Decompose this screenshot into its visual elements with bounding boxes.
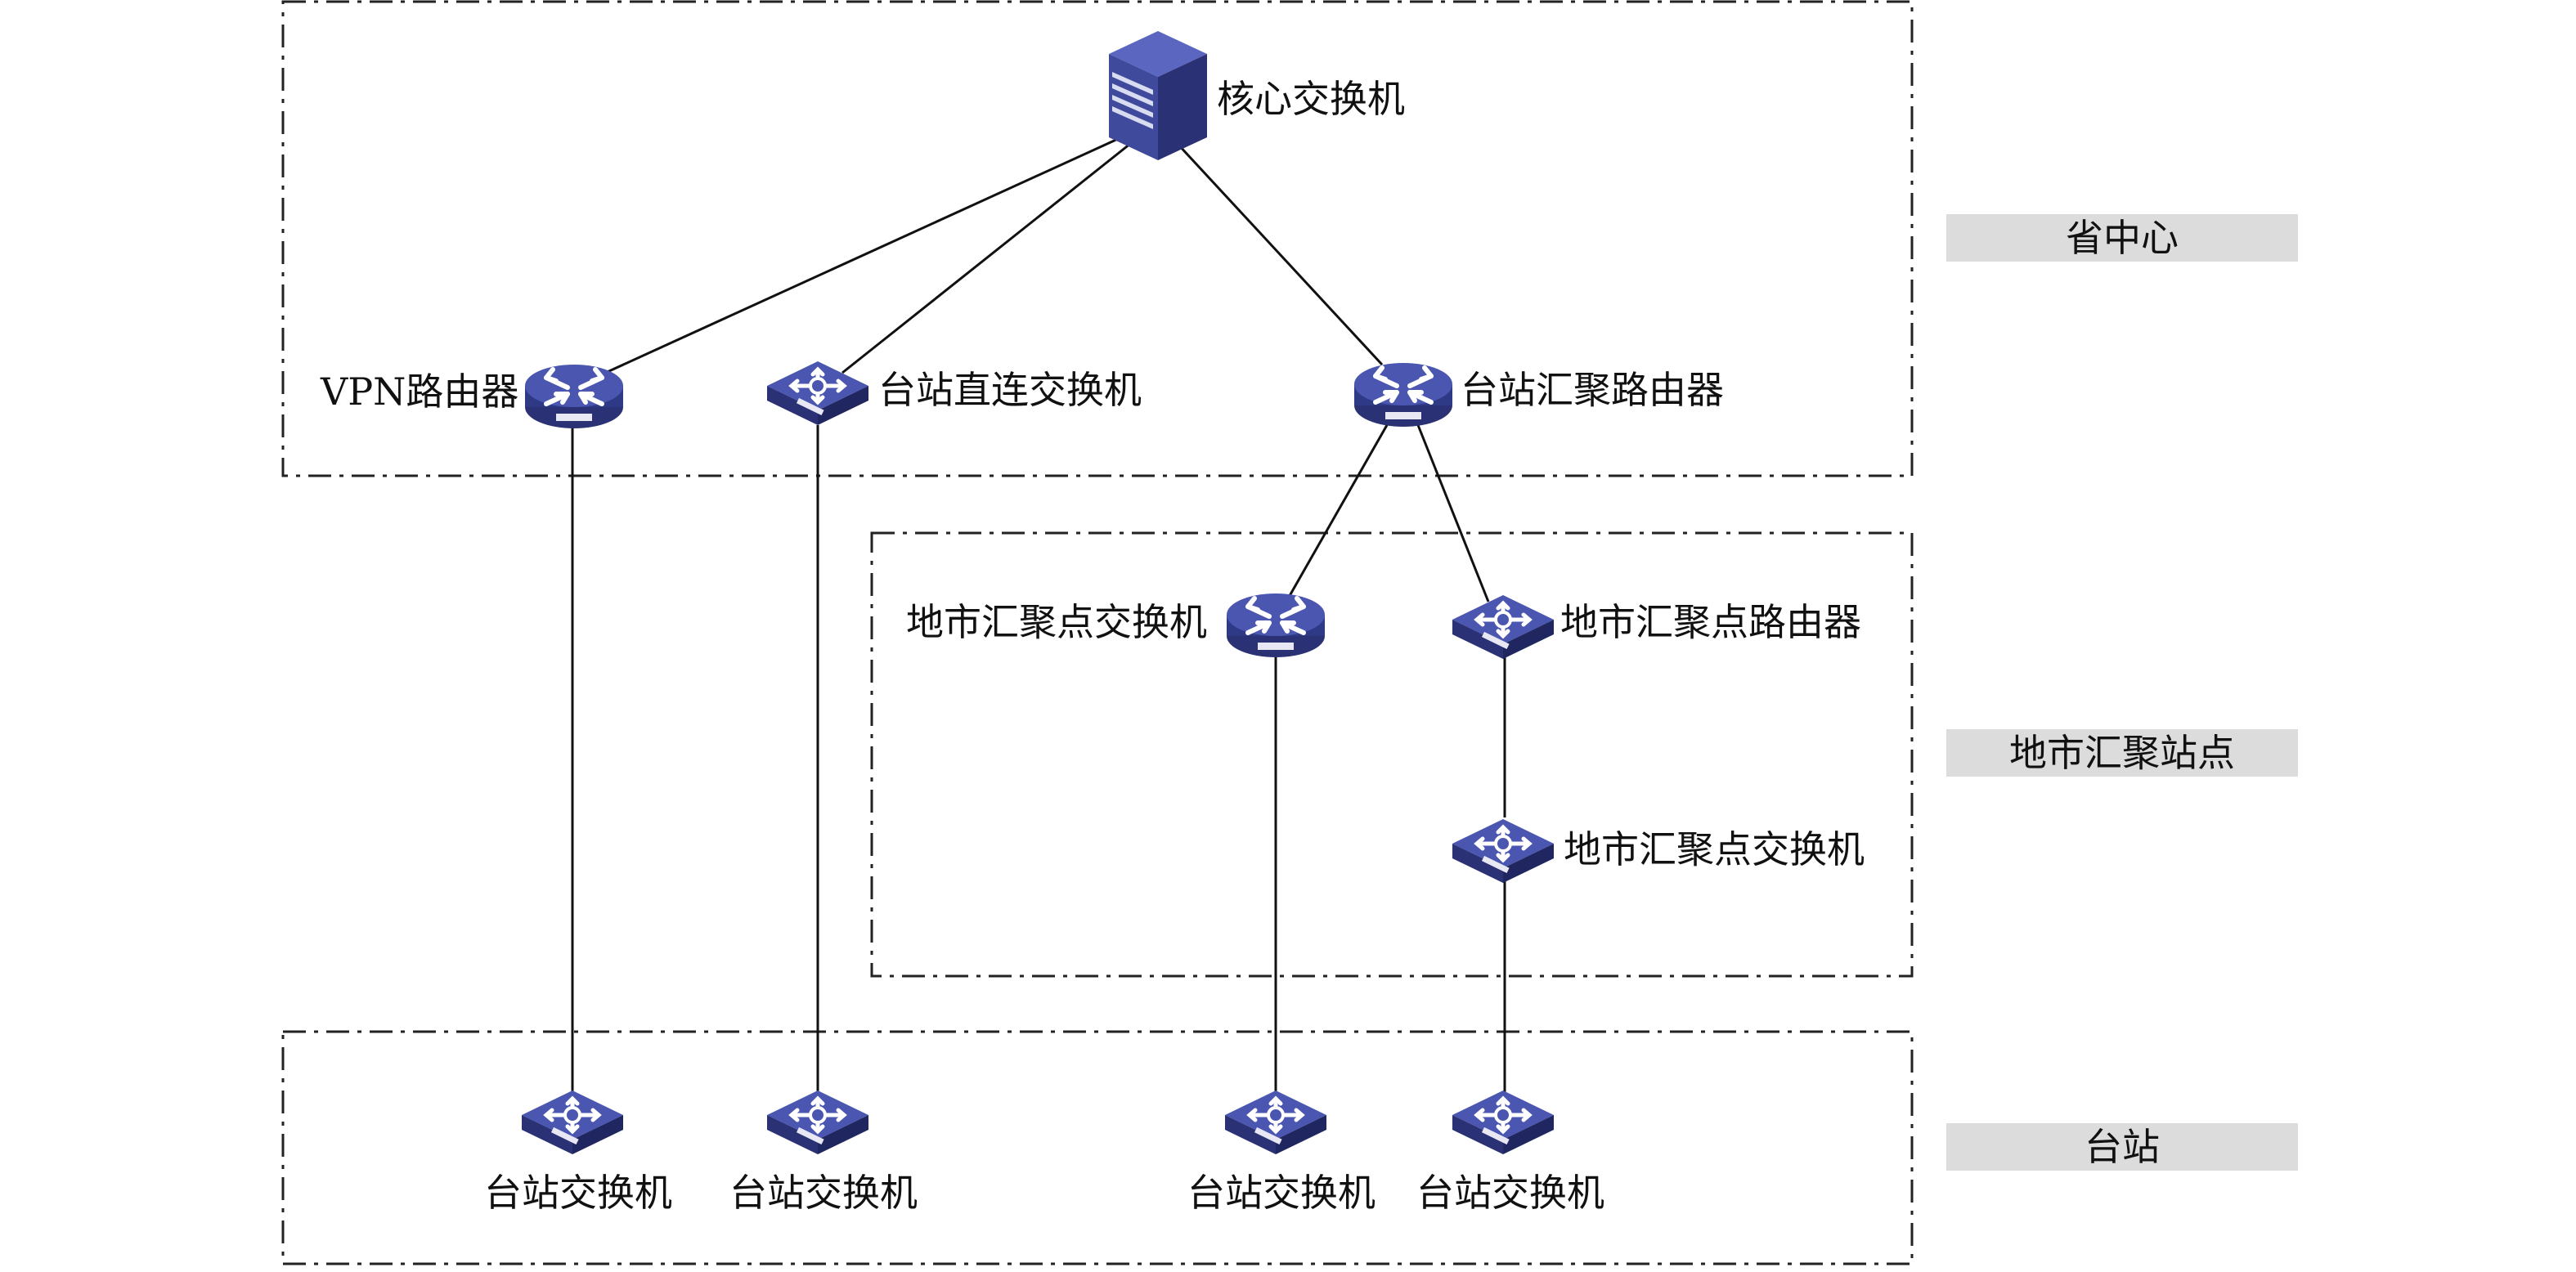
- station-switch-1-label: 台站交换机: [484, 1171, 672, 1215]
- station-switch-1-icon: [522, 1091, 623, 1154]
- zone-station-box: [281, 1030, 1914, 1265]
- city-agg-switch-2-icon: [1452, 819, 1554, 883]
- station-switch-4-label: 台站交换机: [1416, 1171, 1604, 1215]
- agg-router-icon: [1354, 363, 1452, 427]
- link-agg-cityswitch: [1286, 424, 1389, 601]
- core-switch-label: 核心交换机: [1217, 77, 1405, 121]
- zone-province-label: 省中心: [1946, 214, 2298, 262]
- station-switch-4-icon: [1452, 1091, 1554, 1154]
- city-agg-switch-1-label: 地市汇聚点交换机: [906, 600, 1207, 644]
- link-core-agg: [1176, 142, 1384, 366]
- station-switch-2-label: 台站交换机: [729, 1171, 918, 1215]
- city-agg-router-label: 地市汇聚点路由器: [1560, 600, 1861, 644]
- agg-router-label: 台站汇聚路由器: [1461, 368, 1724, 412]
- city-agg-router-icon: [1452, 595, 1554, 659]
- zone-city-label: 地市汇聚站点: [1946, 729, 2298, 777]
- zone-city-box: [870, 531, 1914, 978]
- link-core-direct: [841, 136, 1139, 374]
- link-agg-cityrouter: [1416, 424, 1490, 602]
- zone-station-label: 台站: [1946, 1123, 2298, 1171]
- station-switch-3-label: 台站交换机: [1187, 1171, 1376, 1215]
- direct-switch-icon: [767, 361, 868, 425]
- city-agg-switch-1-icon: [1227, 593, 1325, 657]
- station-switch-3-icon: [1225, 1091, 1326, 1154]
- city-agg-switch-2-label: 地市汇聚点交换机: [1564, 827, 1865, 871]
- zone-province-box: [281, 0, 1914, 477]
- vpn-router-icon: [525, 365, 623, 428]
- direct-switch-label: 台站直连交换机: [878, 368, 1142, 412]
- station-switch-2-icon: [767, 1091, 868, 1154]
- link-core-vpn: [601, 132, 1129, 376]
- vpn-router-label: VPN路由器: [321, 370, 519, 414]
- core-switch-icon: [1109, 31, 1207, 160]
